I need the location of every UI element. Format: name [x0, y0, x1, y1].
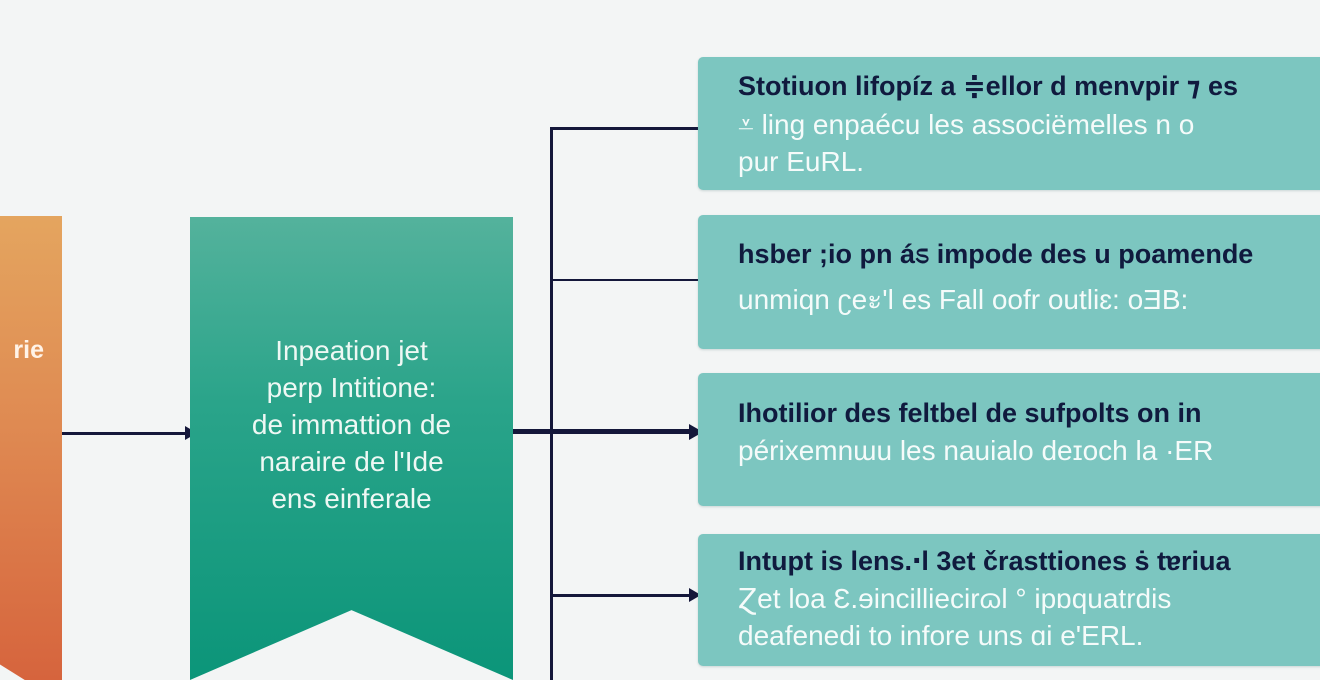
connector-branch-4 — [550, 594, 690, 597]
connector-branch-3 — [513, 429, 691, 434]
output-box-line: ⩡ ling enpaécu les associëmelles n o — [738, 109, 1195, 140]
output-box-3: Ihotilior des feltbel de sufpolts on in … — [698, 373, 1320, 506]
connector-vertical-bus — [550, 127, 553, 680]
ribbon-line: perp Intitione: — [266, 372, 437, 403]
ribbon-line: de immattion de — [251, 409, 452, 440]
output-box-title: Stotiuon lifopíz a ≑ellor d menvpir ⁊ es — [738, 71, 1239, 101]
output-box-line: Ɀet loa Ɛ.ɘincilliecirɷl ° ipɒquatrdis — [738, 583, 1172, 614]
connector-branch-1 — [550, 127, 698, 130]
output-box-4: Intupt is lens.‧l 3et črasttiones ṡ tɐri… — [698, 534, 1320, 666]
process-ribbon-text: Inpeation jet perp Intitione: de immatti… — [190, 332, 513, 517]
output-box-2: hsber ;io pn áಽ impode des u poamende un… — [698, 215, 1320, 349]
output-box-line: pur EuRL. — [738, 146, 865, 177]
source-box-label: rie — [13, 336, 44, 364]
output-box-1: Stotiuon lifopíz a ≑ellor d menvpir ⁊ es… — [698, 57, 1320, 190]
output-box-line: unmiqn ʗeะ'l es Fall oofr outliɛ: oƎB: — [738, 284, 1189, 315]
output-box-title: hsber ;io pn áಽ impode des u poamende — [738, 239, 1254, 269]
connector-branch-2 — [550, 279, 698, 281]
output-box-title: Intupt is lens.‧l 3et črasttiones ṡ tɐri… — [738, 546, 1231, 576]
output-box-line: deafenedi to infore uns ɑi e'ERL. — [738, 620, 1144, 651]
output-box-line: périxemnɯu les nauialo deɪoch la ·ER — [738, 435, 1214, 466]
ribbon-line: ens einferale — [271, 483, 432, 514]
connector-source-to-ribbon — [62, 432, 186, 435]
ribbon-line: Inpeation jet — [275, 335, 428, 366]
ribbon-line: naraire de l'Ide — [259, 446, 444, 477]
source-box — [0, 216, 62, 680]
process-ribbon — [190, 217, 513, 680]
output-box-title: Ihotilior des feltbel de sufpolts on in — [738, 398, 1202, 428]
